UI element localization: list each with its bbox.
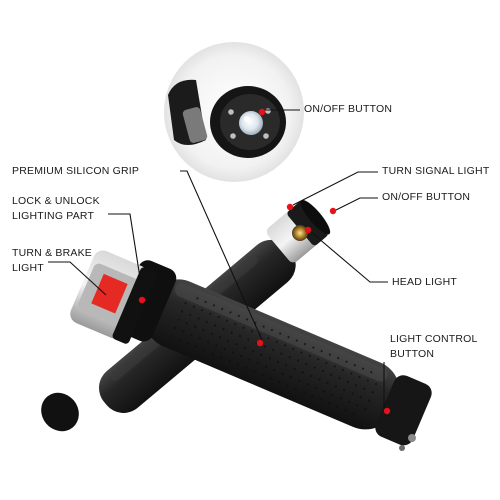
label-premium-silicon-grip: PREMIUM SILICON GRIP [12, 165, 140, 177]
lock-part-dot [138, 296, 146, 304]
turn-signal-dot [286, 203, 294, 211]
front-grip [70, 250, 432, 451]
line-head-light [310, 231, 388, 283]
grip-dot [256, 339, 264, 347]
brake-light [91, 273, 128, 314]
line-silicon-grip [180, 170, 263, 341]
label-turn-signal-light: TURN SIGNAL LIGHT [382, 165, 490, 177]
light-control-dot [383, 407, 391, 415]
callout-lines [48, 109, 388, 408]
label-turn-brake-light: TURN & BRAKE LIGHT [12, 247, 92, 274]
zoom-callout-dot [258, 108, 266, 116]
label-light-control-button: LIGHT CONTROL BUTTON [390, 333, 478, 360]
label-lock-unlock-lighting-part: LOCK & UNLOCK LIGHTING PART [12, 195, 100, 222]
line-turn-brake [48, 261, 107, 296]
on-off-dot [329, 207, 337, 215]
zoom-inset [164, 42, 304, 182]
label-on-off-button: ON/OFF BUTTON [382, 191, 471, 203]
head-light [292, 225, 308, 241]
line-on-off [335, 197, 378, 211]
line-lock-unlock [108, 213, 144, 298]
head-light-dot [304, 226, 312, 234]
line-turn-signal [292, 171, 378, 206]
zoom-lens [239, 111, 263, 135]
label-zoom-on-off-button: ON/OFF BUTTON [304, 103, 393, 115]
label-head-light: HEAD LIGHT [392, 276, 458, 288]
